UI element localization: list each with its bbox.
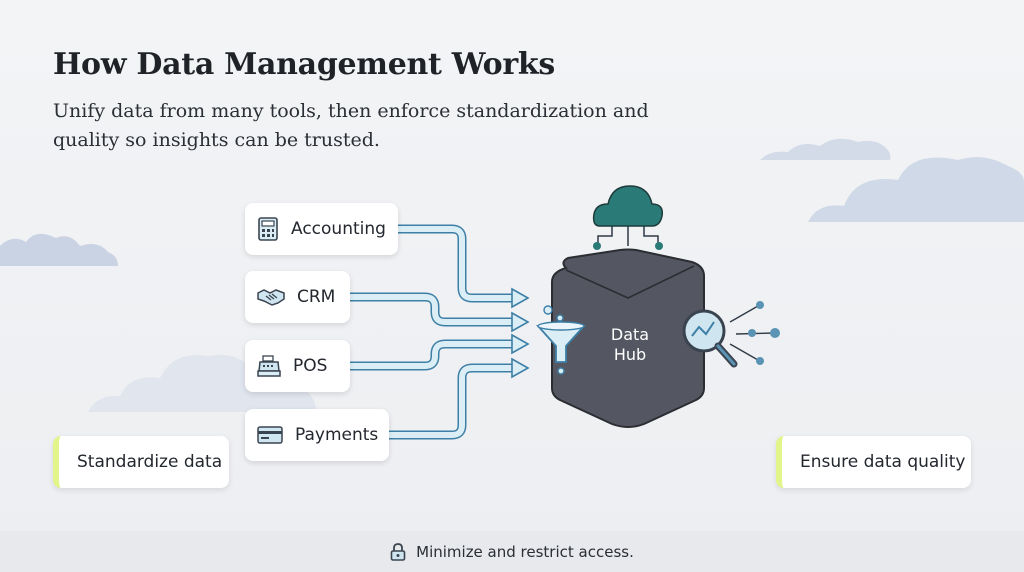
arrow-pos bbox=[350, 333, 530, 371]
source-payments: Payments bbox=[245, 409, 389, 461]
source-crm: CRM bbox=[245, 271, 350, 323]
ensure-data-quality-pill: Ensure data quality bbox=[776, 436, 971, 488]
arrow-accounting bbox=[398, 224, 530, 309]
lock-icon bbox=[390, 542, 406, 561]
data-flow-diagram: Data Hub bbox=[350, 185, 780, 440]
standardize-data-pill: Standardize data bbox=[53, 436, 229, 488]
cash-register-icon bbox=[257, 355, 281, 377]
page-subtitle: Unify data from many tools, then enforce… bbox=[53, 100, 649, 151]
quality-node bbox=[756, 301, 764, 309]
source-label: POS bbox=[293, 356, 328, 376]
quality-node bbox=[748, 329, 756, 337]
background-cloud-left bbox=[0, 233, 118, 266]
funnel-icon bbox=[535, 305, 587, 375]
connector-dot bbox=[655, 242, 663, 250]
page-title: How Data Management Works bbox=[53, 47, 555, 82]
background-cloud-top-right bbox=[760, 138, 891, 160]
data-hub-cube bbox=[551, 248, 705, 428]
background-cloud-right bbox=[808, 157, 1024, 222]
pill-label: Standardize data bbox=[77, 452, 223, 472]
footer-bar: Minimize and restrict access. bbox=[0, 531, 1024, 572]
magnifier-icon bbox=[682, 309, 738, 368]
cloud-connectors bbox=[597, 226, 659, 246]
pill-label: Ensure data quality bbox=[800, 452, 966, 472]
quality-node bbox=[770, 328, 780, 338]
arrow-payments bbox=[389, 357, 530, 440]
footer-text: Minimize and restrict access. bbox=[416, 542, 634, 561]
source-label: CRM bbox=[297, 287, 336, 307]
source-pos: POS bbox=[245, 340, 350, 392]
hub-label-line2: Hub bbox=[614, 345, 646, 364]
source-label: Payments bbox=[295, 425, 379, 445]
handshake-icon bbox=[257, 289, 285, 306]
source-label: Accounting bbox=[291, 219, 386, 239]
arrow-crm bbox=[350, 292, 530, 333]
cloud-icon bbox=[592, 185, 664, 227]
hub-label-line1: Data bbox=[611, 325, 649, 344]
calculator-icon bbox=[258, 217, 278, 241]
connector-dot bbox=[593, 242, 601, 250]
cube-edge bbox=[565, 265, 695, 299]
background-cloud-bottom-left bbox=[88, 354, 316, 412]
source-accounting: Accounting bbox=[245, 203, 398, 255]
quality-node bbox=[756, 357, 764, 365]
credit-card-icon bbox=[257, 426, 283, 444]
